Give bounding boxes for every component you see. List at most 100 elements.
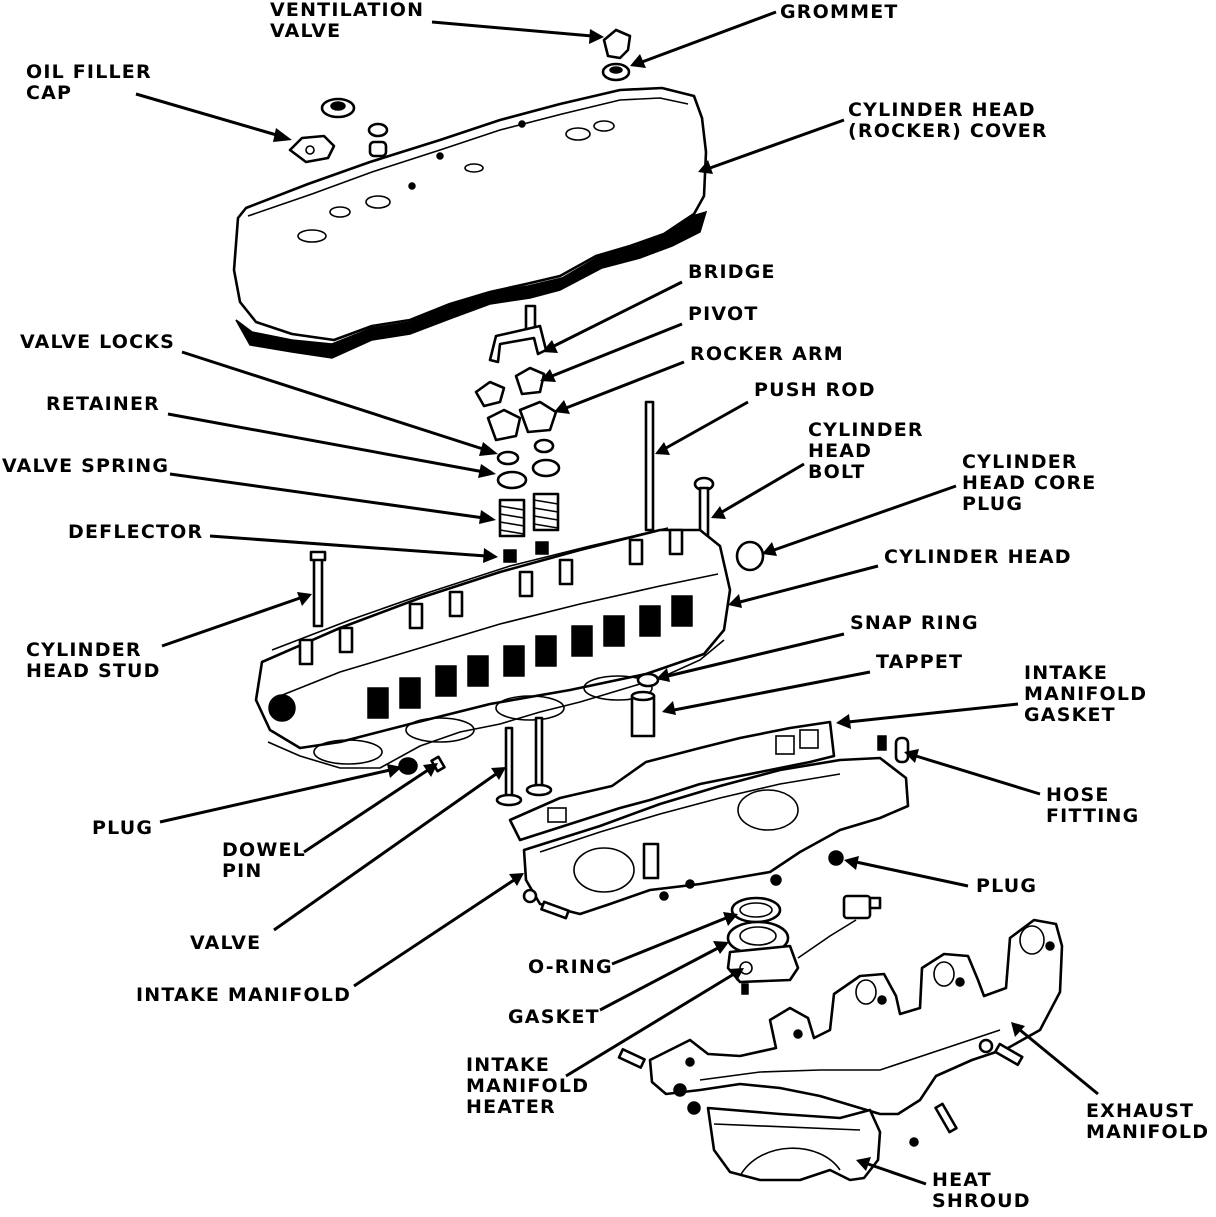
label-line: RETAINER: [46, 393, 160, 415]
label-line: CYLINDER: [26, 639, 142, 661]
cover-grommet-small-part: [367, 122, 389, 158]
label-line: INTAKE MANIFOLD: [136, 984, 352, 1006]
label-line: GROMMET: [780, 1, 899, 23]
label-push-rod: PUSH ROD: [754, 380, 876, 401]
core-plug-part: [735, 540, 765, 572]
grommet-part: [601, 62, 631, 82]
label-line: BRIDGE: [688, 261, 776, 283]
label-intake-manifold: INTAKE MANIFOLD: [136, 985, 351, 1006]
label-line: HOSE: [1046, 784, 1110, 806]
intake-manifold-part: [522, 756, 910, 916]
label-tappet: TAPPET: [876, 652, 963, 673]
plug-right-part: [828, 850, 844, 866]
label-cylinder-head-stud: CYLINDER HEAD STUD: [26, 640, 161, 682]
label-line: CAP: [26, 82, 73, 104]
plug-left-part: [398, 757, 418, 775]
label-ventilation-valve: VENTILATION VALVE: [270, 0, 424, 42]
valve-locks-retainers-parts: [496, 438, 561, 490]
label-line: EXHAUST: [1086, 1100, 1195, 1122]
heat-shroud-part: [706, 1106, 919, 1182]
label-line: BOLT: [808, 461, 866, 483]
o-ring-part: [730, 896, 782, 924]
label-line: GASKET: [508, 1006, 600, 1028]
label-line: CYLINDER HEAD: [848, 99, 1036, 121]
label-grommet: GROMMET: [780, 2, 899, 23]
deflector-parts: [503, 541, 549, 563]
label-line: HEAT: [932, 1169, 992, 1191]
label-line: MANIFOLD: [466, 1075, 590, 1097]
label-line: FITTING: [1046, 805, 1140, 827]
label-line: (ROCKER) COVER: [848, 120, 1048, 142]
label-line: MANIFOLD: [1024, 683, 1148, 705]
leader-lines: [135, 10, 1099, 1186]
rocker-arm-parts: [474, 366, 558, 442]
label-deflector: DEFLECTOR: [68, 522, 203, 543]
label-line: MANIFOLD: [1086, 1121, 1210, 1143]
cylinder-head-cover-part: [232, 86, 708, 359]
intake-bolt-part: [522, 888, 570, 920]
label-cylinder-head: CYLINDER HEAD: [884, 547, 1072, 568]
label-snap-ring: SNAP RING: [850, 613, 979, 634]
exhaust-studs-part: [617, 1038, 1024, 1134]
label-line: HEAD: [808, 440, 873, 462]
label-line: GASKET: [1024, 704, 1116, 726]
label-cylinder-head-bolt: CYLINDER HEAD BOLT: [808, 420, 924, 483]
label-line: DEFLECTOR: [68, 521, 204, 543]
label-line: INTAKE: [466, 1054, 551, 1076]
label-line: CYLINDER: [808, 419, 924, 441]
label-line: PUSH ROD: [754, 379, 876, 401]
label-line: VALVE LOCKS: [20, 331, 176, 353]
label-line: INTAKE: [1024, 662, 1109, 684]
label-line: VALVE SPRING: [2, 455, 170, 477]
push-rod-part: [644, 400, 655, 532]
intake-manifold-heater-part: [726, 894, 882, 995]
valve-parts: [495, 716, 553, 807]
label-line: OIL FILLER: [26, 61, 152, 83]
bridge-part: [488, 304, 548, 364]
label-heat-shroud: HEAT SHROUD: [932, 1170, 1031, 1212]
label-plug-right: PLUG: [976, 876, 1037, 897]
label-pivot: PIVOT: [688, 304, 758, 325]
label-line: PLUG: [962, 493, 1024, 515]
label-o-ring: O-RING: [528, 957, 613, 978]
label-valve-locks: VALVE LOCKS: [20, 332, 175, 353]
label-cylinder-head-cover: CYLINDER HEAD (ROCKER) COVER: [848, 100, 1048, 142]
label-gasket: GASKET: [508, 1007, 600, 1028]
label-exhaust-manifold: EXHAUST MANIFOLD: [1086, 1101, 1209, 1143]
label-oil-filler-cap: OIL FILLER CAP: [26, 62, 152, 104]
oil-filler-cap-part: [288, 134, 336, 164]
label-line: VALVE: [270, 20, 342, 42]
label-plug-left: PLUG: [92, 818, 153, 839]
label-line: O-RING: [528, 956, 613, 978]
label-line: PIVOT: [688, 303, 759, 325]
ventilation-valve-part: [602, 28, 632, 60]
label-line: ROCKER ARM: [690, 343, 844, 365]
label-retainer: RETAINER: [46, 394, 160, 415]
tappet-part: [630, 690, 656, 738]
label-line: TAPPET: [876, 651, 964, 673]
label-line: VENTILATION: [270, 0, 425, 21]
intake-manifold-gasket-part: [508, 720, 836, 842]
label-line: SNAP RING: [850, 612, 979, 634]
label-line: CYLINDER: [962, 451, 1078, 473]
label-line: PIN: [222, 860, 263, 882]
cylinder-head-part: [254, 527, 732, 769]
snap-ring-part: [636, 672, 660, 688]
label-line: SHROUD: [932, 1190, 1031, 1212]
label-dowel-pin: DOWEL PIN: [222, 840, 306, 882]
hose-fitting-part: [877, 735, 910, 764]
label-line: PLUG: [92, 817, 154, 839]
label-line: VALVE: [190, 932, 262, 954]
filler-cap-seal-part: [320, 97, 356, 119]
label-line: CYLINDER HEAD: [884, 546, 1072, 568]
cylinder-head-stud-part: [309, 550, 327, 628]
label-line: HEAD STUD: [26, 660, 161, 682]
label-valve-spring: VALVE SPRING: [2, 456, 169, 477]
exhaust-manifold-part: [648, 918, 1064, 1116]
label-rocker-arm: ROCKER ARM: [690, 344, 844, 365]
label-hose-fitting: HOSE FITTING: [1046, 785, 1139, 827]
valve-spring-parts: [498, 492, 560, 538]
label-intake-manifold-heater: INTAKE MANIFOLD HEATER: [466, 1055, 589, 1118]
